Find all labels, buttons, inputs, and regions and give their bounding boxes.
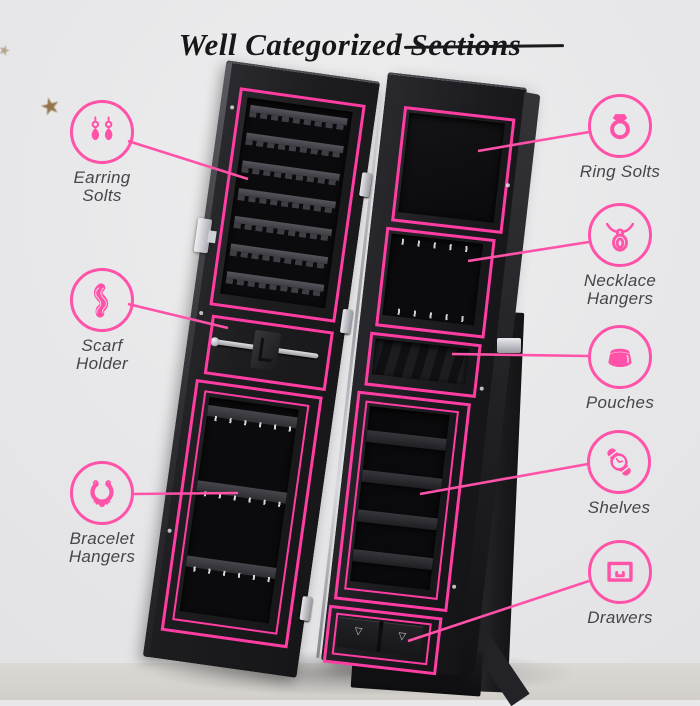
callout-drawers: Drawers (558, 540, 682, 627)
callout-ring-slots: Ring Solts (558, 94, 682, 181)
callout-earring-slots: Earring Solts (40, 100, 164, 205)
label-line: Hangers (586, 289, 654, 309)
bracelet-icon (90, 480, 114, 508)
ring-icon (610, 114, 630, 140)
callout-circle (70, 268, 134, 332)
label-line: Necklace (583, 271, 657, 290)
callout-label: Ring Solts (579, 162, 661, 181)
label-line: Hangers (68, 547, 136, 567)
watch-icon (607, 448, 631, 476)
highlight-pouches (364, 331, 482, 398)
necklace-icon (605, 222, 635, 252)
callout-circle (587, 430, 651, 494)
floor (0, 663, 700, 700)
callout-necklace-hangers: Necklace Hangers (558, 203, 682, 308)
callout-label: Shelves (587, 498, 651, 517)
screw (479, 386, 484, 391)
screw (167, 528, 172, 534)
callout-label: Necklace Hangers (583, 271, 657, 309)
screw (451, 584, 457, 589)
callout-circle (70, 100, 134, 164)
callout-label: Bracelet Hangers (68, 529, 136, 567)
callout-bracelet-hangers: Bracelet Hangers (40, 461, 164, 566)
pouch-icon (608, 348, 632, 367)
page-title: Well Categorized Sections (178, 26, 522, 62)
callout-circle (588, 540, 652, 604)
callout-pouches: Pouches (558, 325, 682, 412)
callout-circle (70, 461, 134, 525)
label-line: Holder (76, 354, 128, 374)
label-line: Pouches (585, 393, 655, 412)
stand-hinge-bracket (497, 338, 521, 353)
screw (505, 183, 511, 188)
highlight-earring-slots (209, 87, 366, 323)
label-line: Drawers (587, 608, 653, 627)
label-line: Shelves (587, 498, 651, 517)
label-line: Ring Solts (579, 162, 661, 181)
callout-label: Drawers (587, 608, 653, 627)
label-line: Earring (73, 168, 131, 187)
callout-label: Earring Solts (73, 168, 131, 206)
highlight-scarf-holder (203, 314, 334, 392)
label-line: Solts (82, 186, 122, 206)
label-line: Bracelet (69, 529, 135, 548)
scarf-icon (93, 283, 109, 318)
callout-circle (588, 94, 652, 158)
earrings-icon (91, 116, 113, 141)
callout-scarf-holder: Scarf Holder (40, 268, 164, 373)
screw (229, 105, 235, 110)
screw (198, 310, 204, 316)
highlight-necklace-hangers (375, 226, 496, 339)
callout-shelves: Shelves (557, 430, 681, 517)
callout-circle (588, 325, 652, 389)
drawer-icon (607, 561, 633, 582)
label-line: Scarf (81, 336, 123, 355)
callout-label: Pouches (585, 393, 655, 412)
callout-label: Scarf Holder (76, 336, 128, 374)
callout-circle (588, 203, 652, 267)
highlight-ring-slots (391, 106, 516, 234)
